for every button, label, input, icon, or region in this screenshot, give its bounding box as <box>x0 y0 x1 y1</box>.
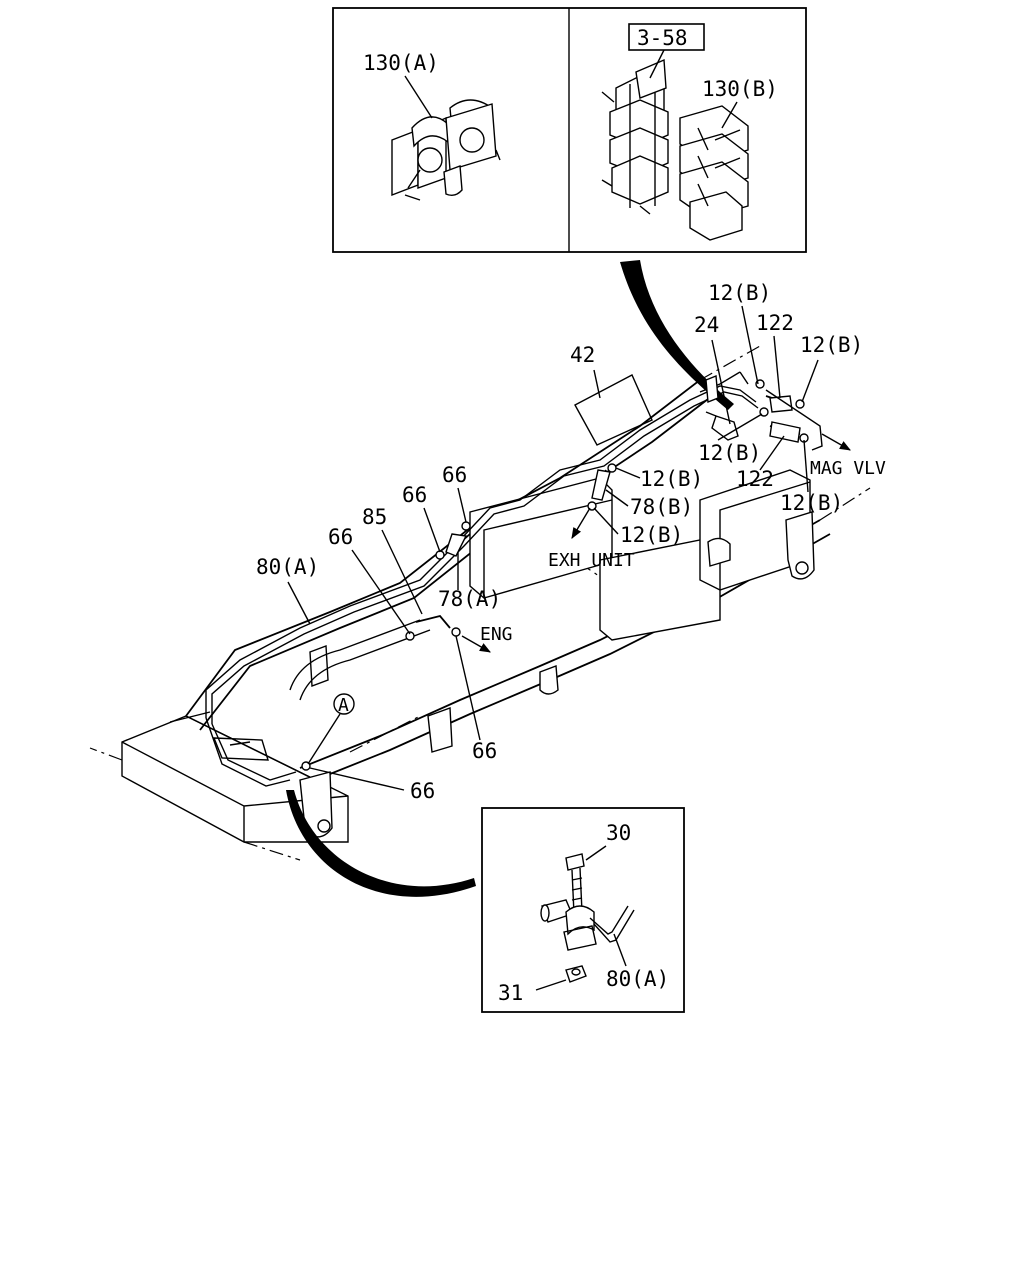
arrow-icon <box>821 433 851 451</box>
callout-66-a: 66 <box>442 463 467 487</box>
top-inset-leader <box>620 260 734 410</box>
detail-a-label: A <box>338 695 349 716</box>
clip-130a-drawing <box>391 99 501 201</box>
label-30: 30 <box>606 821 631 845</box>
callout-12b-e: 12(B) <box>780 491 843 515</box>
label-ref-3-58: 3-58 <box>637 26 688 50</box>
chassis-frame <box>89 345 871 861</box>
callout-12b-c: 12(B) <box>698 441 761 465</box>
clip-130b-drawing <box>601 58 749 241</box>
label-130a: 130(A) <box>363 51 439 75</box>
callout-12b-a: 12(B) <box>708 281 771 305</box>
top-inset-panel: 130(A) 3-58 130(B) <box>332 7 807 253</box>
callout-24: 24 <box>694 313 719 337</box>
arrow-icon <box>461 635 491 653</box>
label-80a-detail: 80(A) <box>606 967 669 991</box>
callout-12b-d: 12(B) <box>640 467 703 491</box>
callout-labels: 12(B) 24 122 12(B) 42 12(B) 12(B) 122 12… <box>256 281 863 803</box>
dest-exh-unit: EXH UNIT <box>548 550 635 571</box>
callout-122-a: 122 <box>756 311 794 335</box>
dest-eng: ENG <box>480 624 513 645</box>
bottom-inset-panel: 30 31 80(A) <box>481 807 685 1013</box>
destination-labels: MAG VLV EXH UNIT ENG <box>461 433 886 653</box>
bottom-inset-leader <box>286 790 476 897</box>
callout-66-e: 66 <box>410 779 435 803</box>
callout-122-b: 122 <box>736 467 774 491</box>
dest-mag-vlv: MAG VLV <box>810 458 886 479</box>
ref-box-3-58 <box>628 23 705 51</box>
callout-78b: 78(B) <box>630 495 693 519</box>
callout-12b-f: 12(B) <box>620 523 683 547</box>
callout-78a: 78(A) <box>438 587 501 611</box>
label-130b: 130(B) <box>702 77 778 101</box>
vacuum-pipe-assembly <box>205 371 823 787</box>
callout-80a: 80(A) <box>256 555 319 579</box>
callout-66-d: 66 <box>472 739 497 763</box>
circled-letter-a <box>333 693 355 715</box>
callout-12b-b: 12(B) <box>800 333 863 357</box>
callout-66-c: 66 <box>328 525 353 549</box>
callout-66-b: 66 <box>402 483 427 507</box>
arrow-icon <box>571 507 591 539</box>
label-31: 31 <box>498 981 523 1005</box>
callout-85: 85 <box>362 505 387 529</box>
callout-42: 42 <box>570 343 595 367</box>
